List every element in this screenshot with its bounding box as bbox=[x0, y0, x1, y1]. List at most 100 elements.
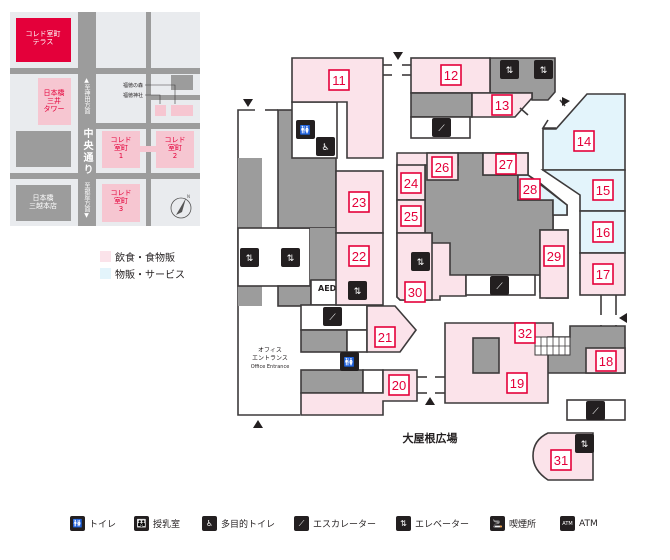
legend-label: 多目的トイレ bbox=[221, 520, 276, 530]
entrance-arrow-icon[interactable] bbox=[393, 52, 403, 60]
mitsukoshi-building[interactable] bbox=[16, 185, 71, 221]
leader-line bbox=[145, 94, 161, 104]
svg-text:⟋: ⟋ bbox=[329, 313, 336, 323]
north-direction-label: ▲至神田方面 bbox=[83, 77, 90, 114]
room bbox=[362, 369, 384, 394]
legend-elevator: ⇅エレベーター bbox=[396, 516, 469, 531]
unit-number: 27 bbox=[499, 157, 513, 172]
door bbox=[519, 107, 529, 116]
coredo-2-building[interactable] bbox=[156, 131, 194, 168]
coredo-terrace-label: コレド室町テラス bbox=[26, 29, 61, 46]
entrance-arrow-icon[interactable] bbox=[562, 97, 570, 106]
unit-20-label[interactable]: 20 bbox=[388, 374, 410, 396]
mitsui-tower-label: 日本橋三井タワー bbox=[44, 88, 65, 113]
unit-24-label[interactable]: 24 bbox=[400, 172, 422, 194]
unit-number: 24 bbox=[404, 176, 418, 191]
entrance-arrow-icon[interactable] bbox=[619, 313, 627, 323]
elevator-icon: ⇅ bbox=[240, 248, 259, 267]
unit-18-label[interactable]: 18 bbox=[595, 350, 617, 372]
coredo-3-building[interactable] bbox=[102, 184, 140, 222]
escalator-icon: ⟋ bbox=[432, 118, 451, 137]
legend-label: エスカレーター bbox=[313, 520, 377, 530]
unit-number: 28 bbox=[523, 182, 537, 197]
unit-number: 21 bbox=[378, 330, 392, 345]
unit-23-label[interactable]: 23 bbox=[348, 191, 370, 213]
entrance-arrow-icon[interactable] bbox=[253, 420, 263, 428]
core-block bbox=[472, 337, 500, 374]
chuo-street-road bbox=[78, 12, 96, 226]
entrance-arrow-icon[interactable] bbox=[243, 99, 253, 107]
accessible-restroom-icon: ♿ bbox=[202, 516, 217, 531]
service-swatch bbox=[100, 268, 111, 279]
coredo-terrace-building[interactable] bbox=[16, 18, 71, 62]
legend-food-label: 飲食・食物販 bbox=[115, 253, 175, 264]
unit-number: 13 bbox=[495, 98, 509, 113]
road bbox=[10, 68, 200, 74]
unit-25-label[interactable]: 25 bbox=[400, 205, 422, 227]
unit-number: 17 bbox=[596, 267, 610, 282]
compass-north-label: N bbox=[187, 194, 190, 199]
road bbox=[10, 173, 200, 179]
elevator-icon: ⇅ bbox=[348, 281, 367, 300]
unit-number: 20 bbox=[392, 378, 406, 393]
unit-30-label[interactable]: 30 bbox=[404, 281, 426, 303]
svg-text:⇅: ⇅ bbox=[287, 254, 295, 264]
unit-19-label[interactable]: 19 bbox=[506, 372, 528, 394]
legend-service-label: 物販・サービス bbox=[115, 270, 185, 281]
svg-text:🚻: 🚻 bbox=[344, 356, 355, 368]
unit-14-label[interactable]: 14 bbox=[573, 130, 595, 152]
office-entrance-label-en: Office Entrance bbox=[251, 364, 290, 370]
escalator-icon: ⟋ bbox=[323, 307, 342, 326]
entrance-arrow-icon[interactable] bbox=[425, 397, 435, 405]
unit-12-label[interactable]: 12 bbox=[440, 64, 462, 86]
unit-number: 26 bbox=[435, 160, 449, 175]
atm-icon: ATM bbox=[560, 516, 575, 531]
unit-28-label[interactable]: 28 bbox=[519, 178, 541, 200]
leader-line bbox=[145, 84, 176, 104]
coredo-1-building[interactable] bbox=[102, 131, 140, 168]
unit-21-label[interactable]: 21 bbox=[374, 326, 396, 348]
svg-text:⟋: ⟋ bbox=[438, 124, 445, 134]
unit-29-label[interactable]: 29 bbox=[543, 245, 565, 267]
unit-20-area[interactable] bbox=[300, 369, 418, 416]
unit-number: 19 bbox=[510, 376, 524, 391]
core-block bbox=[238, 158, 262, 228]
room bbox=[346, 329, 368, 353]
unit-11-label[interactable]: 11 bbox=[328, 69, 350, 91]
unit-31-label[interactable]: 31 bbox=[550, 449, 572, 471]
unit-number: 16 bbox=[596, 225, 610, 240]
unit-13-label[interactable]: 13 bbox=[491, 94, 513, 116]
svg-text:⇅: ⇅ bbox=[581, 440, 589, 450]
unit-22-label[interactable]: 22 bbox=[348, 245, 370, 267]
unit-16-label[interactable]: 16 bbox=[592, 221, 614, 243]
unit-26-label[interactable]: 26 bbox=[431, 156, 453, 178]
unit-11-area[interactable] bbox=[291, 57, 384, 159]
building bbox=[16, 131, 71, 167]
unit-number: 15 bbox=[596, 183, 610, 198]
legend-label: ATM bbox=[579, 518, 598, 529]
unit-number: 12 bbox=[444, 68, 458, 83]
road bbox=[151, 95, 200, 100]
wall bbox=[541, 119, 556, 129]
elevator-icon: ⇅ bbox=[396, 516, 411, 531]
legend-smoking-area: 🚬喫煙所 bbox=[490, 516, 536, 531]
chuo-street-label: 中央通り bbox=[81, 128, 92, 176]
fukutoku-forest-label: 福徳の森 bbox=[123, 82, 143, 89]
elevator-icon: ⇅ bbox=[575, 434, 594, 453]
unit-17-label[interactable]: 17 bbox=[592, 263, 614, 285]
office-entrance-label: エントランス bbox=[252, 355, 288, 362]
svg-text:⇅: ⇅ bbox=[246, 254, 254, 264]
core-block bbox=[300, 369, 364, 394]
nihonbashi-mitsui-tower[interactable] bbox=[38, 78, 71, 125]
restroom-icon: 🚻 bbox=[340, 352, 359, 371]
aed-label: AED bbox=[318, 284, 337, 293]
fukutoku-shrine-marker bbox=[155, 105, 166, 116]
legend-label: 授乳室 bbox=[153, 520, 181, 530]
unit-15-label[interactable]: 15 bbox=[592, 179, 614, 201]
escalator-icon: ⟋ bbox=[294, 516, 309, 531]
building bbox=[171, 75, 193, 90]
floor-plan: AED オフィス エントランス Office Entrance bbox=[237, 52, 627, 481]
unit-32-label[interactable]: 32 bbox=[514, 322, 536, 344]
unit-27-label[interactable]: 27 bbox=[495, 153, 517, 175]
